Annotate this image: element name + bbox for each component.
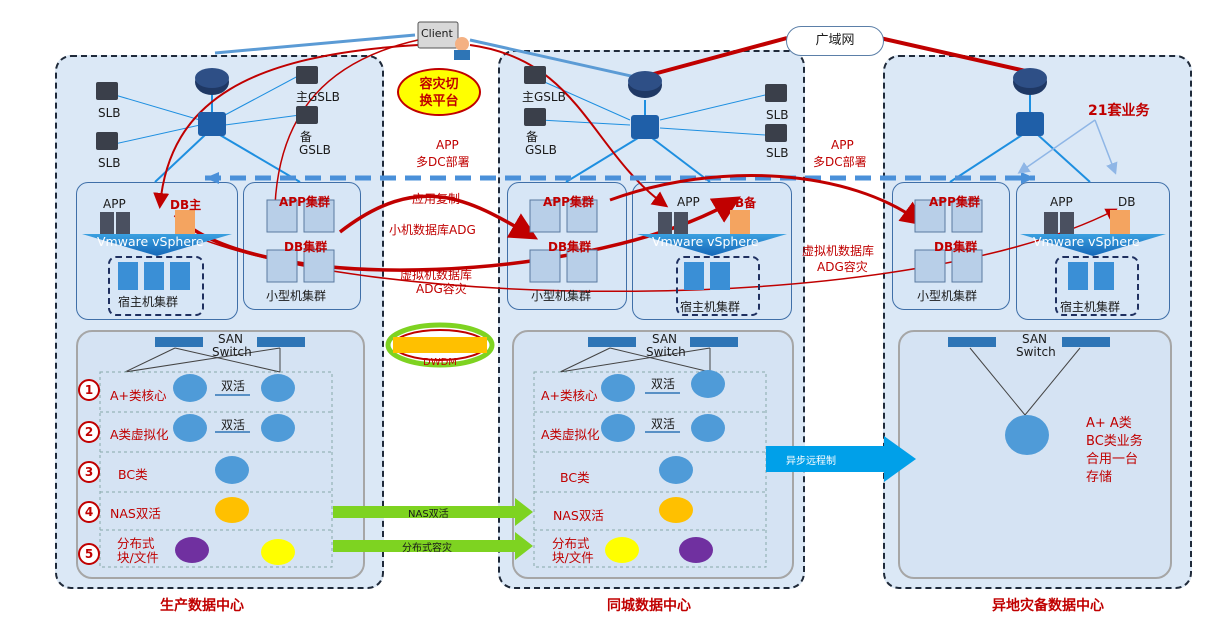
prod-dc-title: 生产数据中心 (160, 598, 244, 614)
db-cluster-label: DB集群 (548, 240, 592, 254)
db-cluster-label: DB集群 (934, 240, 978, 254)
app-label: APP (677, 195, 700, 209)
db-label: DB (1118, 195, 1136, 209)
app-cluster-label: APP集群 (279, 195, 330, 209)
host-cluster-frame (1055, 256, 1139, 316)
storage-row-label: BC类 (118, 467, 148, 482)
remote-storage-text: BC类业务 (1086, 434, 1143, 449)
slb-label: SLB (766, 146, 789, 160)
backup-gslb-label: GSLB (525, 143, 557, 157)
backup-gslb-label: 备 (300, 130, 313, 144)
storage-row-label: A类虚拟化 (541, 427, 600, 442)
async-replication-label: 异步远程制 (786, 456, 836, 467)
host-cluster-label: 宿主机集群 (1060, 300, 1121, 314)
san-switch-label: SAN (218, 332, 244, 346)
small-cluster-label: 小型机集群 (266, 289, 327, 303)
small-cluster-label: 小型机集群 (531, 289, 592, 303)
host-cluster-label: 宿主机集群 (680, 300, 741, 314)
host-cluster-label: 宿主机集群 (118, 295, 179, 309)
prod-small-box (243, 182, 361, 310)
app-replication-label: 应用复制 (412, 192, 461, 206)
app-label: APP (103, 197, 126, 211)
db-cluster-label: DB集群 (284, 240, 328, 254)
row-number: 4 (78, 501, 100, 523)
dwdm-label: DWDM (423, 357, 457, 368)
main-gslb-label: 主GSLB (296, 90, 340, 104)
san-switch-label: Switch (212, 345, 252, 359)
storage-row-label: A+类核心 (541, 388, 598, 403)
vmware-label: Vmware vSphere (1033, 234, 1140, 249)
app-multi-dc-label: APP (831, 138, 854, 152)
backup-gslb-label: GSLB (299, 143, 331, 157)
storage-row-label: A类虚拟化 (110, 427, 169, 442)
active-active-label: 双活 (221, 379, 246, 393)
storage-row-label: 分布式 块/文件 (552, 536, 594, 565)
active-active-label: 双活 (651, 377, 676, 391)
same-city-dc-title: 同城数据中心 (607, 598, 691, 614)
slb-label: SLB (766, 108, 789, 122)
storage-row-label: 分布式 块/文件 (117, 536, 159, 565)
distributed-dr-label: 分布式容灾 (402, 543, 452, 554)
remote-storage-text: A+ A类 (1086, 416, 1132, 431)
remote-storage-text: 存储 (1086, 470, 1113, 485)
app-multi-dc-label: APP (436, 138, 459, 152)
remote-storage-box (898, 330, 1172, 579)
app-cluster-label: APP集群 (543, 195, 594, 209)
nas-active-label: NAS双活 (408, 509, 449, 520)
remote-dc-title: 异地灾备数据中心 (992, 598, 1104, 614)
small-cluster-label: 小型机集群 (917, 289, 978, 303)
vmware-label: Vmware vSphere (97, 234, 204, 249)
active-active-label: 双活 (221, 418, 246, 432)
storage-row-label: NAS双活 (110, 506, 161, 521)
san-switch-label: Switch (646, 345, 686, 359)
row-number: 5 (78, 543, 100, 565)
client-label[interactable]: Client (421, 27, 453, 40)
row-number: 3 (78, 461, 100, 483)
remote-storage-text: 合用一台 (1086, 452, 1139, 467)
virtual-db-adg-label: 虚拟机数据库 (400, 268, 473, 282)
vmware-label: Vmware vSphere (652, 234, 759, 249)
storage-row-label: NAS双活 (553, 508, 604, 523)
san-switch-label: SAN (652, 332, 678, 346)
dr-platform-label: 容灾切 换平台 (419, 77, 459, 109)
slb-label: SLB (98, 156, 121, 170)
wan-cloud: 广域网 (786, 26, 884, 56)
dr-switch-platform[interactable]: 容灾切 换平台 (397, 68, 481, 116)
backup-gslb-label: 备 (526, 130, 539, 144)
app-cluster-label: APP集群 (929, 195, 980, 209)
row-number: 2 (78, 421, 100, 443)
app-multi-dc-label: 多DC部署 (416, 155, 470, 169)
main-gslb-label: 主GSLB (522, 90, 566, 104)
db-main-label: DB主 (170, 198, 202, 212)
app-multi-dc-label: 多DC部署 (813, 155, 867, 169)
slb-label: SLB (98, 106, 121, 120)
storage-row-label: BC类 (560, 470, 590, 485)
host-cluster-frame (676, 256, 760, 316)
san-switch-label: Switch (1016, 345, 1056, 359)
virtual-db-adg-label: ADG容灾 (416, 282, 467, 296)
virtual-db-adg-label: ADG容灾 (817, 260, 868, 274)
row-number: 1 (78, 379, 100, 401)
storage-row-label: A+类核心 (110, 388, 167, 403)
app-label: APP (1050, 195, 1073, 209)
san-switch-label: SAN (1022, 332, 1048, 346)
active-active-label: 双活 (651, 417, 676, 431)
router-icon (195, 68, 1047, 98)
host-cluster-frame (108, 256, 204, 316)
small-db-adg-label: 小机数据库ADG (389, 223, 476, 237)
db-backup-label: DB备 (725, 196, 757, 210)
virtual-db-adg-label: 虚拟机数据库 (802, 244, 875, 258)
business-count: 21套业务 (1088, 103, 1150, 119)
